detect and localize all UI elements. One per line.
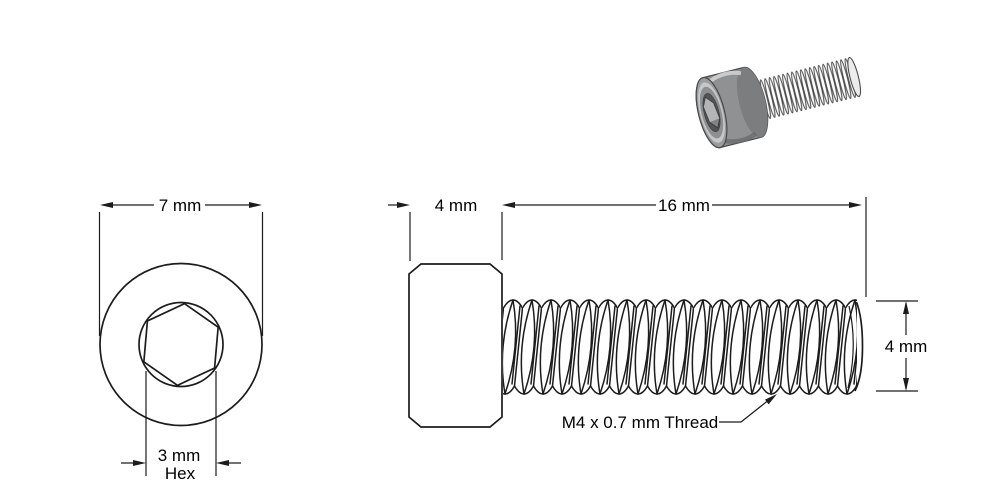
screw-3d-hex-socket-shade [709,118,720,128]
arrow-right-icon [249,202,262,208]
arrow-right-icon [397,202,410,208]
screw-3d-head-back-shade [736,67,768,138]
hex-socket-outline [142,302,220,387]
thread-profile [503,292,857,402]
screw-3d-shaft-threads [749,56,861,122]
arrow-right-icon [133,460,146,466]
arrow-down-icon [903,378,909,391]
head-diameter-label: 7 mm [159,196,202,215]
thread-spec-label: M4 x 0.7 mm Thread [562,413,719,432]
hex-width-label: 3 mm [158,446,201,465]
arrow-left-icon [100,202,113,208]
hex-caption-label: Hex [165,464,196,483]
front-view: 7 mm 3 mm Hex [98,196,264,483]
leader-arrow-icon [765,394,777,405]
head-length-label: 4 mm [435,196,478,215]
arrow-up-icon [903,301,909,314]
screw-3d-hex-socket [702,96,721,129]
dimension-head-diameter: 7 mm [98,196,264,336]
screw-3d-render [695,56,862,149]
thread-end-runout [847,305,854,389]
head-outline-circle [99,262,263,427]
arrow-left-icon [216,460,229,466]
dimension-hex-width: 3 mm Hex [121,371,241,483]
socket-circle [138,301,224,388]
dimension-thread-diameter: 4 mm [876,300,928,392]
dimension-thread-length: 16 mm [502,196,867,297]
arrow-right-icon [849,202,862,208]
head-side-outline [408,263,503,428]
thread-end-face [854,301,864,392]
thread-spec-callout: M4 x 0.7 mm Thread [562,394,777,432]
screw-3d-shaft-tip [847,57,862,97]
dimension-head-length: 4 mm [388,196,503,261]
side-view: 4 mm 16 mm 4 mm M4 x 0.7 mm Thread [388,196,927,432]
thread-length-label: 16 mm [658,196,710,215]
arrow-left-icon [502,202,515,208]
thread-diameter-label: 4 mm [885,337,928,356]
